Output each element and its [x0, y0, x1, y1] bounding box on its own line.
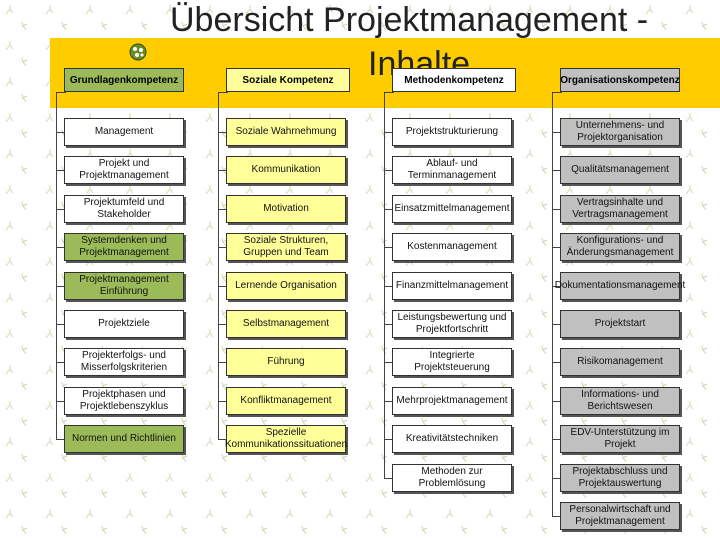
topic-box: Spezielle Kommunikationssituationen	[226, 425, 346, 453]
connector-header-2	[218, 92, 228, 93]
connector-tick	[218, 286, 226, 287]
connector-tick	[384, 478, 392, 479]
connector-tick	[56, 247, 64, 248]
topic-box: Ablauf- und Terminmanagement	[392, 156, 512, 184]
globe-logo-icon	[128, 42, 148, 62]
connector-tick	[218, 209, 226, 210]
connector-tick	[384, 362, 392, 363]
topic-box: Kreativitätstechniken	[392, 425, 512, 453]
column-header-2: Soziale Kompetenz	[226, 68, 350, 92]
connector-tick	[56, 286, 64, 287]
connector-tick	[218, 324, 226, 325]
connector-tick	[56, 324, 64, 325]
connector-tick	[56, 362, 64, 363]
topic-box: Projekt und Projektmanagement	[64, 156, 184, 184]
topic-box: Mehrprojektmanagement	[392, 387, 512, 415]
connector-tick	[552, 132, 560, 133]
connector-tick	[384, 401, 392, 402]
connector-tick	[56, 401, 64, 402]
topic-box: Unternehmens- und Projektorganisation	[560, 118, 680, 146]
topic-box: Projektmanagement Einführung	[64, 272, 184, 300]
connector-tick	[384, 170, 392, 171]
topic-box: Informations- und Berichtswesen	[560, 387, 680, 415]
topic-box: Konfliktmanagement	[226, 387, 346, 415]
connector-tick	[552, 516, 560, 517]
connector-tick	[384, 247, 392, 248]
topic-box: Dokumentationsmanagement	[560, 272, 680, 300]
topic-box: Einsatzmittelmanagement	[392, 195, 512, 223]
topic-box: Normen und Richtlinien	[64, 425, 184, 453]
topic-box: Projektumfeld und Stakeholder	[64, 195, 184, 223]
column-header-4: Organisationskompetenz	[560, 68, 680, 92]
connector-tick	[56, 170, 64, 171]
column-header-3: Methodenkompetenz	[392, 68, 516, 92]
topic-box: Qualitätsmanagement	[560, 156, 680, 184]
connector-tick	[552, 362, 560, 363]
topic-box: Projektstrukturierung	[392, 118, 512, 146]
connector-tick	[552, 170, 560, 171]
connector-tick	[56, 209, 64, 210]
connector-tick	[218, 247, 226, 248]
topic-box: Personalwirtschaft und Projektmanagement	[560, 502, 680, 530]
topic-box: Soziale Wahrnehmung	[226, 118, 346, 146]
connector-tick	[218, 170, 226, 171]
topic-box: Leistungsbewertung und Projektfortschrit…	[392, 310, 512, 338]
connector-tick	[218, 401, 226, 402]
topic-box: Risikomanagement	[560, 348, 680, 376]
topic-box: Projektziele	[64, 310, 184, 338]
topic-box: EDV-Unterstützung im Projekt	[560, 425, 680, 453]
connector-tick	[218, 362, 226, 363]
connector-tick	[552, 401, 560, 402]
topic-box: Soziale Strukturen, Gruppen und Team	[226, 233, 346, 261]
connector-tick	[384, 324, 392, 325]
topic-box: Führung	[226, 348, 346, 376]
connector-header-4	[552, 92, 562, 93]
connector-tick	[384, 132, 392, 133]
column-header-1: Grundlagenkompetenz	[64, 68, 184, 92]
connector-tick	[552, 247, 560, 248]
connector-tick	[384, 439, 392, 440]
connector-spine-2	[218, 92, 219, 439]
connector-spine-1	[56, 92, 57, 439]
topic-box: Vertragsinhalte und Vertragsmanagement	[560, 195, 680, 223]
topic-box: Projektabschluss und Projektauswertung	[560, 464, 680, 492]
topic-box: Methoden zur Problemlösung	[392, 464, 512, 492]
topic-box: Projekterfolgs- und Misserfolgskriterien	[64, 348, 184, 376]
connector-spine-4	[552, 92, 553, 516]
connector-tick	[552, 209, 560, 210]
topic-box: Management	[64, 118, 184, 146]
connector-tick	[384, 286, 392, 287]
topic-box: Projektphasen und Projektlebenszyklus	[64, 387, 184, 415]
connector-tick	[552, 478, 560, 479]
connector-header-3	[384, 92, 394, 93]
topic-box: Kommunikation	[226, 156, 346, 184]
topic-box: Motivation	[226, 195, 346, 223]
connector-tick	[384, 209, 392, 210]
topic-box: Integrierte Projektsteuerung	[392, 348, 512, 376]
connector-header-1	[56, 92, 66, 93]
topic-box: Lernende Organisation	[226, 272, 346, 300]
page-title: Übersicht Projektmanagement -	[170, 2, 648, 38]
connector-tick	[218, 132, 226, 133]
topic-box: Projektstart	[560, 310, 680, 338]
connector-tick	[56, 132, 64, 133]
topic-box: Systemdenken und Projektmanagement	[64, 233, 184, 261]
topic-box: Selbstmanagement	[226, 310, 346, 338]
topic-box: Konfigurations- und Änderungsmanagement	[560, 233, 680, 261]
topic-box: Kostenmanagement	[392, 233, 512, 261]
connector-tick	[552, 324, 560, 325]
connector-tick	[56, 439, 64, 440]
topic-box: Finanzmittelmanagement	[392, 272, 512, 300]
connector-tick	[552, 439, 560, 440]
